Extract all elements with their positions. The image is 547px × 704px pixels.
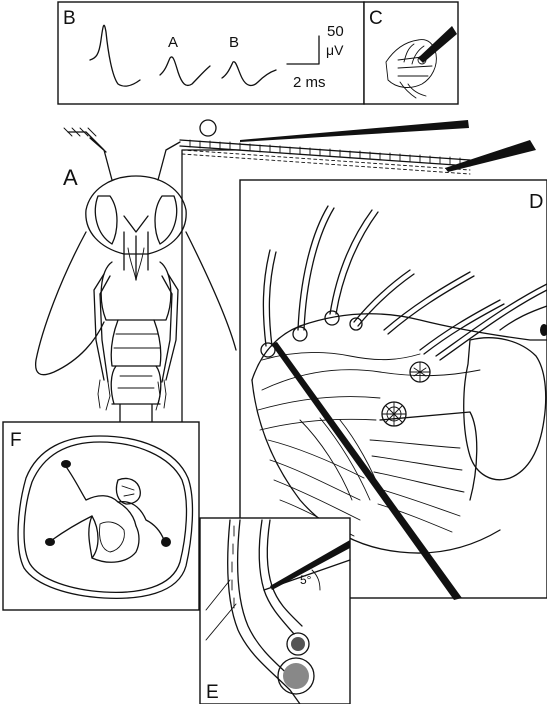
panel-f: F bbox=[3, 422, 199, 610]
nucleus-right bbox=[161, 537, 171, 547]
panel-b: B A B 50 μV 2 ms bbox=[58, 2, 364, 104]
trace-b-label: B bbox=[229, 34, 239, 51]
panel-b-label: B bbox=[63, 8, 76, 29]
segmented-flagellum bbox=[180, 120, 536, 174]
panel-d-label: D bbox=[529, 191, 543, 213]
cell-body-small bbox=[291, 637, 305, 651]
panel-e-label: E bbox=[206, 682, 219, 703]
scale-voltage-value: 50 bbox=[327, 23, 344, 40]
trace-a-label: A bbox=[168, 34, 178, 51]
angle-label: 5° bbox=[300, 573, 312, 587]
panel-c: C bbox=[364, 2, 458, 104]
electrode-lower bbox=[445, 140, 536, 172]
wing-outline-left bbox=[36, 232, 104, 375]
compound-eye-left bbox=[95, 196, 117, 244]
panel-a-label: A bbox=[63, 165, 78, 190]
antenna-right bbox=[158, 142, 180, 180]
panel-c-label: C bbox=[369, 8, 383, 29]
compound-eye-right bbox=[155, 196, 177, 244]
scale-voltage-unit: μV bbox=[326, 42, 344, 58]
zoom-connector bbox=[182, 150, 240, 434]
panel-f-frame bbox=[3, 422, 199, 610]
nucleus-left bbox=[45, 538, 55, 546]
wing-outline-right bbox=[186, 232, 236, 350]
panel-e: E 5° bbox=[200, 518, 350, 704]
electrode-upper bbox=[240, 120, 469, 142]
bee-head bbox=[86, 176, 186, 280]
contact-bulb bbox=[200, 120, 216, 136]
bee-body bbox=[94, 262, 178, 430]
cell-body-large bbox=[283, 663, 309, 689]
scale-time: 2 ms bbox=[293, 74, 326, 91]
panel-f-label: F bbox=[10, 430, 22, 451]
nucleus-top bbox=[61, 460, 71, 468]
